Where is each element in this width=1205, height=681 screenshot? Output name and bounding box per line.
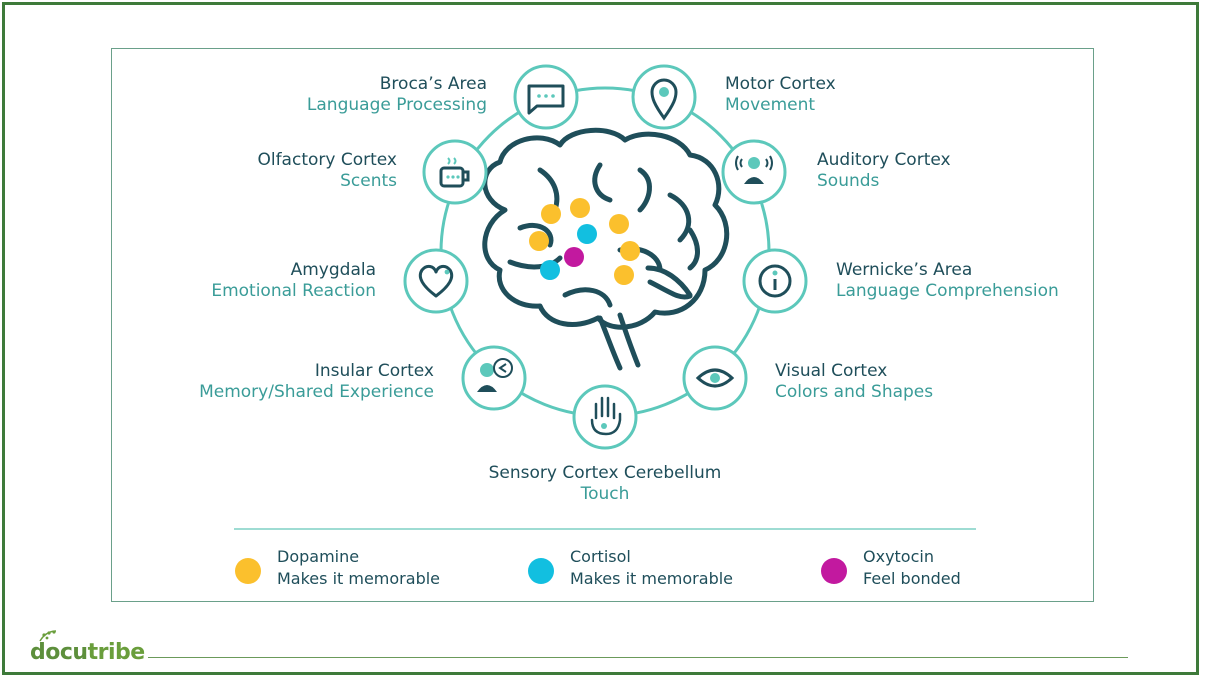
region-name: Wernicke’s Area	[836, 260, 973, 280]
info-icon	[758, 264, 792, 298]
footer-divider	[148, 657, 1128, 658]
region-function: Language Processing	[306, 95, 487, 115]
region-name: Visual Cortex	[775, 361, 888, 381]
region-name: Sensory Cortex Cerebellum	[488, 463, 722, 483]
legend-swatch	[235, 558, 261, 584]
person-memory-icon	[477, 358, 513, 392]
region-label-broca: Broca’s Area Language Processing	[307, 74, 487, 116]
region-function: Language Comprehension	[836, 281, 1059, 301]
logo-text-tribe: tribe	[87, 640, 146, 665]
cortisol-dot	[540, 260, 560, 280]
docutribe-logo: docutribe	[30, 640, 145, 665]
legend-divider	[234, 528, 976, 530]
coffee-cup-icon	[439, 157, 470, 188]
dopamine-dot	[620, 241, 640, 261]
heart-icon	[418, 264, 454, 298]
brain-dots	[529, 198, 640, 285]
leaf-icon	[39, 630, 57, 642]
region-label-olfactory: Olfactory Cortex Scents	[257, 150, 397, 192]
hand-icon	[590, 396, 622, 436]
brain-illustration	[482, 127, 730, 371]
region-label-motor: Motor Cortex Movement	[725, 74, 836, 116]
logo-text-docu: docu	[30, 640, 88, 665]
listener-icon	[735, 155, 773, 184]
icon-circle-auditory	[721, 139, 787, 205]
region-function: Emotional Reaction	[211, 281, 376, 301]
region-label-visual: Visual Cortex Colors and Shapes	[775, 361, 933, 403]
chat-bubble-icon	[527, 84, 565, 115]
region-function: Sounds	[817, 171, 880, 191]
region-label-wernicke: Wernicke’s Area Language Comprehension	[836, 260, 1059, 302]
eye-icon	[695, 368, 735, 388]
location-pin-icon	[650, 78, 678, 121]
legend-name: Oxytocin	[863, 547, 934, 566]
region-label-amygdala: Amygdala Emotional Reaction	[211, 260, 376, 302]
legend-swatch	[821, 558, 847, 584]
region-label-insular: Insular Cortex Memory/Shared Experience	[199, 361, 434, 403]
region-function: Movement	[725, 95, 816, 115]
legend-description: Makes it memorable	[277, 569, 441, 588]
dopamine-dot	[609, 214, 629, 234]
icon-circle-amygdala	[403, 248, 469, 314]
cortisol-dot	[577, 224, 597, 244]
region-label-auditory: Auditory Cortex Sounds	[817, 150, 951, 192]
dopamine-dot	[529, 231, 549, 251]
region-name: Olfactory Cortex	[257, 150, 397, 170]
region-function: Scents	[340, 171, 397, 191]
region-name: Motor Cortex	[725, 74, 836, 94]
region-function: Colors and Shapes	[775, 382, 934, 402]
legend-name: Dopamine	[277, 547, 360, 566]
dopamine-dot	[570, 198, 590, 218]
region-name: Insular Cortex	[314, 361, 434, 381]
dopamine-dot	[614, 265, 634, 285]
legend-description: Makes it memorable	[570, 569, 734, 588]
region-name: Auditory Cortex	[817, 150, 951, 170]
dopamine-dot	[541, 204, 561, 224]
region-function: Memory/Shared Experience	[199, 382, 434, 402]
icon-circle-sensory	[572, 384, 638, 450]
region-label-sensory: Sensory Cortex Cerebellum Touch	[455, 463, 755, 505]
diagram-panel	[111, 48, 1094, 602]
region-function: Touch	[580, 484, 630, 504]
region-name: Amygdala	[290, 260, 376, 280]
icon-circle-insular	[461, 345, 527, 411]
legend-name: Cortisol	[570, 547, 631, 566]
oxytocin-dot	[564, 247, 584, 267]
legend-description: Feel bonded	[863, 569, 961, 588]
region-name: Broca’s Area	[379, 74, 487, 94]
icon-circle-olfactory	[422, 139, 488, 205]
legend-swatch	[528, 558, 554, 584]
